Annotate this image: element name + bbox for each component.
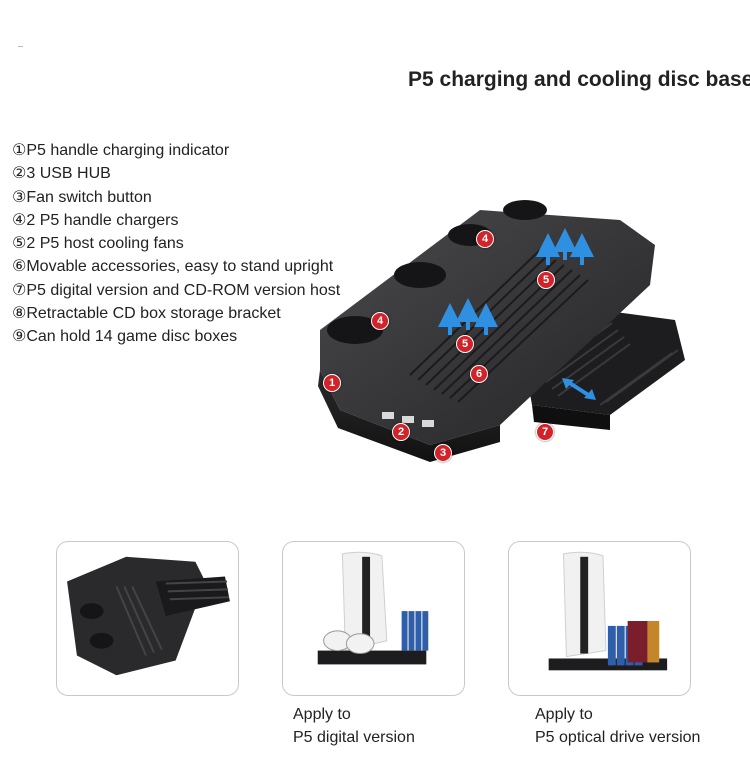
- feature-item: ⑨Can hold 14 game disc boxes: [12, 328, 238, 346]
- callout-4a: 4: [476, 230, 494, 248]
- feature-item: ⑧Retractable CD box storage bracket: [12, 305, 281, 323]
- callout-5b: 5: [456, 335, 474, 353]
- callout-7: 7: [536, 423, 554, 441]
- feature-item: ④2 P5 handle chargers: [12, 211, 179, 229]
- feature-item: ⑤2 P5 host cooling fans: [12, 235, 184, 253]
- caption-optical-line2: P5 optical drive version: [535, 729, 701, 746]
- base-thumbnail-illustration: [67, 556, 230, 676]
- digital-thumbnail-illustration: [317, 551, 429, 665]
- charging-base-illustration: [318, 200, 685, 462]
- caption-optical-line1: Apply to: [535, 706, 593, 723]
- feature-item: ②3 USB HUB: [12, 165, 111, 183]
- callout-5a: 5: [537, 271, 555, 289]
- callout-3: 3: [434, 444, 452, 462]
- caption-optical: Apply to P5 optical drive version: [535, 703, 700, 749]
- feature-item: ①P5 handle charging indicator: [12, 142, 230, 159]
- thumbnail-digital: [282, 541, 465, 696]
- feature-item: ⑥Movable accessories, easy to stand upri…: [12, 258, 334, 276]
- feature-list: ①P5 handle charging indicator ②3 USB HUB…: [12, 139, 340, 349]
- feature-item: ⑦P5 digital version and CD-ROM version h…: [12, 281, 341, 299]
- thumbnail-optical: [508, 541, 691, 696]
- page-title: P5 charging and cooling disc base: [408, 68, 750, 91]
- thumbnail-base: [56, 541, 239, 696]
- caption-digital-line1: Apply to: [293, 706, 351, 723]
- caption-digital: Apply to P5 digital version: [293, 703, 415, 749]
- caption-digital-line2: P5 digital version: [293, 729, 415, 746]
- callout-2: 2: [392, 423, 410, 441]
- callout-1: 1: [323, 374, 341, 392]
- callout-6: 6: [470, 365, 488, 383]
- callout-4b: 4: [371, 312, 389, 330]
- optical-thumbnail-illustration: [548, 551, 668, 671]
- product-image: 1 2 3 4 4 5 5 6 7: [300, 190, 700, 470]
- corner-mark: [18, 46, 23, 47]
- feature-item: ③Fan switch button: [12, 188, 152, 206]
- slide-arrow: [562, 378, 596, 400]
- airflow-arrows: [438, 228, 594, 335]
